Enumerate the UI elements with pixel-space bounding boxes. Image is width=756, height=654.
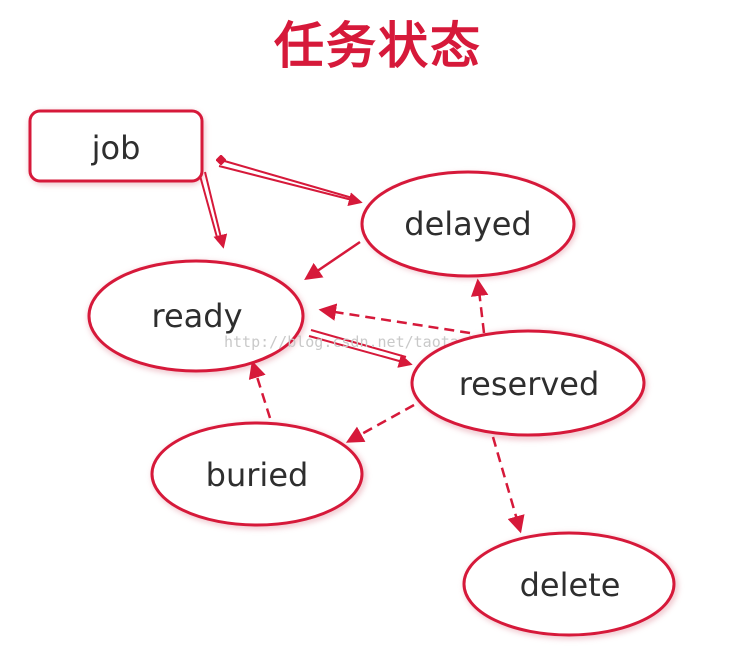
node-buried: buried	[150, 421, 364, 527]
node-reserved-shape	[410, 329, 646, 437]
node-reserved: reserved	[410, 329, 646, 437]
edge-reserved-delete	[491, 436, 525, 534]
edge-reserved-ready	[318, 303, 471, 335]
edges	[198, 160, 525, 534]
node-ready: ready	[87, 259, 305, 373]
node-job: job	[28, 109, 204, 183]
edge-reserved-buried	[345, 403, 415, 443]
node-delete: delete	[462, 531, 676, 637]
node-job-label: job	[91, 129, 141, 167]
node-reserved-label: reserved	[459, 365, 600, 403]
diagram-title: 任务状态	[274, 17, 482, 75]
node-delayed-label: delayed	[404, 205, 531, 243]
node-job-shape	[28, 109, 204, 183]
node-delayed: delayed	[360, 170, 576, 278]
node-buried-shape	[150, 421, 364, 527]
edge-job-delayed	[219, 160, 363, 207]
node-delete-label: delete	[520, 566, 621, 604]
node-delete-shape	[462, 531, 676, 637]
node-ready-shape	[87, 259, 305, 373]
edge-ready-reserved	[308, 329, 413, 368]
edge-delayed-ready	[304, 240, 361, 280]
node-buried-label: buried	[206, 456, 309, 494]
edge-buried-ready	[248, 360, 272, 419]
node-ready-label: ready	[152, 297, 243, 335]
edge-job-ready	[198, 171, 228, 249]
node-delayed-shape	[360, 170, 576, 278]
edge-reserved-delayed	[470, 278, 489, 334]
